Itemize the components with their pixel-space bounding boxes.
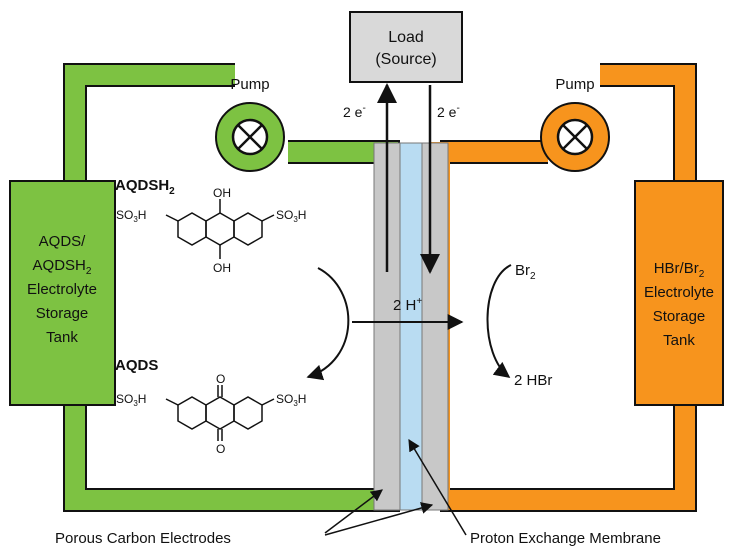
right-tank-label: HBr/Br2 Electrolyte Storage Tank	[644, 260, 714, 349]
br2-label: Br2	[515, 262, 536, 282]
electron-left-label: 2 e-	[343, 103, 366, 120]
svg-text:Electrolyte: Electrolyte	[644, 284, 714, 301]
svg-text:HBr/Br2: HBr/Br2	[654, 260, 705, 280]
so3h-bottom-left: SO3H	[116, 392, 146, 408]
o-bottom: O	[216, 442, 225, 456]
source-label: (Source)	[375, 51, 436, 68]
electrodes-label: Porous Carbon Electrodes	[55, 530, 231, 547]
so3h-top-right: SO3H	[276, 208, 306, 224]
left-loop	[9, 63, 400, 512]
right-electrode	[421, 142, 449, 511]
oh-bottom: OH	[213, 261, 231, 275]
cell-stack	[373, 142, 449, 511]
left-storage-tank	[9, 180, 116, 406]
aqds-name: AQDS	[115, 357, 158, 374]
load-box: Load (Source)	[349, 11, 463, 83]
svg-text:AQDS/: AQDS/	[39, 233, 87, 250]
proton-label: 2 H+	[393, 296, 422, 314]
aqdsh2-structure	[165, 199, 275, 259]
svg-text:Tank: Tank	[663, 332, 695, 349]
left-pump	[215, 102, 285, 172]
left-pump-label: Pump	[230, 76, 269, 93]
load-label: Load	[388, 29, 424, 46]
so3h-top-left: SO3H	[116, 208, 146, 224]
electrodes-pointer-2	[324, 502, 434, 536]
electrodes-pointer-1	[324, 489, 383, 534]
oh-top: OH	[213, 186, 231, 200]
membrane-label: Proton Exchange Membrane	[470, 530, 661, 547]
so3h-bottom-right: SO3H	[276, 392, 306, 408]
left-tank-label: AQDS/ AQDSH2 Electrolyte Storage Tank	[27, 233, 97, 346]
svg-text:Storage: Storage	[653, 308, 706, 325]
o-top: O	[216, 372, 225, 386]
svg-text:AQDSH2: AQDSH2	[33, 257, 92, 277]
right-pump	[540, 102, 610, 172]
svg-text:Tank: Tank	[46, 329, 78, 346]
membrane-pointer	[408, 438, 467, 536]
bromine-arrow	[486, 264, 512, 378]
right-loop	[430, 63, 724, 512]
aqds-structure	[165, 385, 275, 441]
right-loop-pipe	[440, 65, 695, 510]
electron-right-label: 2 e-	[437, 103, 460, 120]
svg-text:Electrolyte: Electrolyte	[27, 281, 97, 298]
right-storage-tank	[634, 180, 724, 406]
hbr-label: 2 HBr	[514, 372, 552, 389]
right-pump-label: Pump	[555, 76, 594, 93]
reduction-arrow	[306, 267, 350, 381]
svg-text:Storage: Storage	[36, 305, 89, 322]
aqdsh2-name: AQDSH2	[115, 177, 175, 197]
